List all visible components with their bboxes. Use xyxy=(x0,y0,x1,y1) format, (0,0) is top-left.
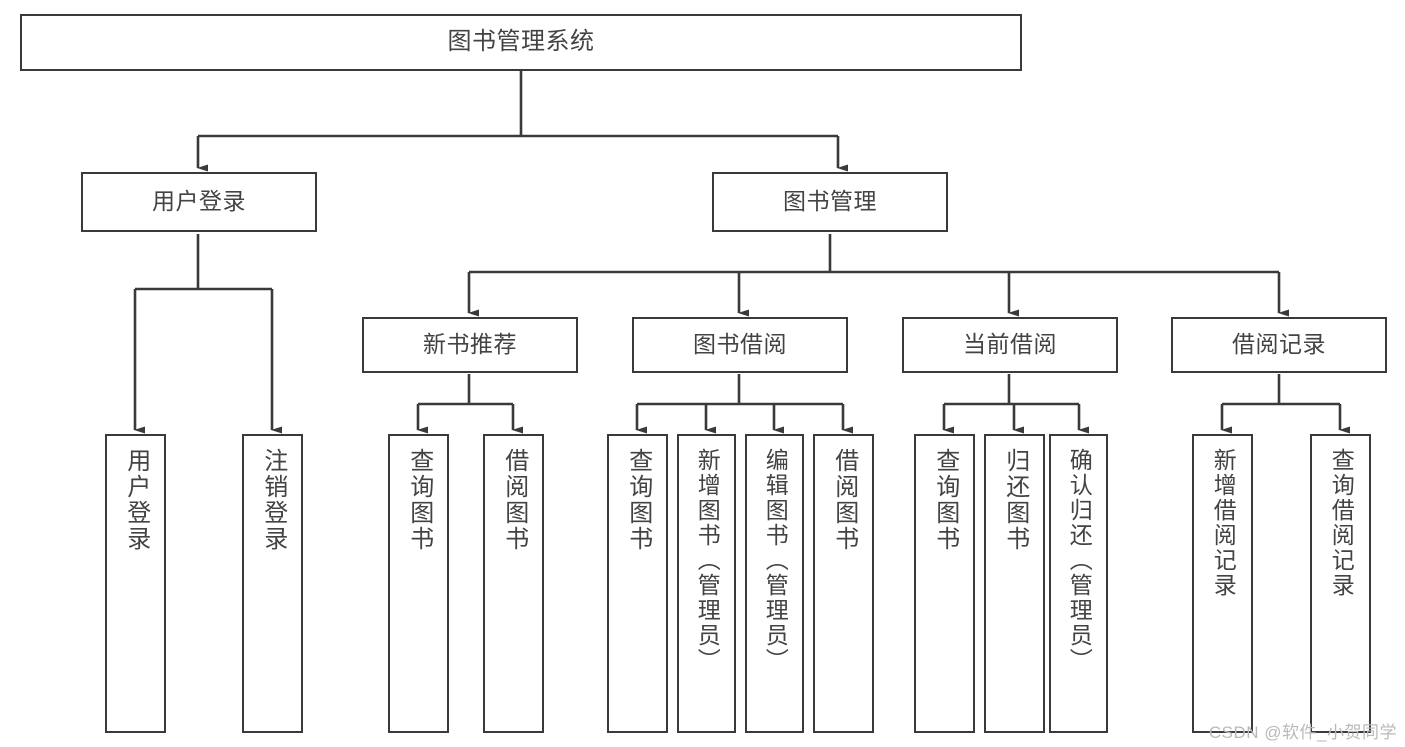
node-leaf-query-book-2[interactable]: 查询图书 xyxy=(607,434,668,733)
node-root-book-management-system[interactable]: 图书管理系统 xyxy=(20,14,1022,71)
node-borrow-record[interactable]: 借阅记录 xyxy=(1171,317,1387,373)
node-leaf-query-record[interactable]: 查询借阅记录 xyxy=(1310,434,1371,733)
node-label: 用户登录 xyxy=(152,188,246,215)
node-current-borrow[interactable]: 当前借阅 xyxy=(902,317,1118,373)
node-leaf-query-book-3[interactable]: 查询图书 xyxy=(914,434,975,733)
node-label: 归还图书 xyxy=(1001,448,1029,552)
node-label: 借阅记录 xyxy=(1232,331,1326,358)
node-leaf-return-book[interactable]: 归还图书 xyxy=(984,434,1045,733)
node-book-management[interactable]: 图书管理 xyxy=(712,172,948,232)
node-label: 用户登录 xyxy=(122,448,150,552)
node-label: 查询图书 xyxy=(405,448,433,552)
node-leaf-add-book[interactable]: 新增图书（管理员） xyxy=(677,434,736,733)
node-label: 图书管理 xyxy=(783,188,877,215)
node-label: 当前借阅 xyxy=(963,331,1057,358)
node-label: 新增借阅记录 xyxy=(1210,448,1237,598)
node-new-book-recommend[interactable]: 新书推荐 xyxy=(362,317,578,373)
csdn-watermark: CSDN @软件_小贺同学 xyxy=(1208,723,1397,742)
node-leaf-user-login[interactable]: 用户登录 xyxy=(105,434,166,733)
node-leaf-borrow-book-2[interactable]: 借阅图书 xyxy=(813,434,874,733)
node-leaf-add-record[interactable]: 新增借阅记录 xyxy=(1192,434,1253,733)
node-label: 图书管理系统 xyxy=(447,28,595,56)
node-book-borrow[interactable]: 图书借阅 xyxy=(632,317,848,373)
node-label: 编辑图书（管理员） xyxy=(762,448,789,673)
node-user-login[interactable]: 用户登录 xyxy=(81,172,317,232)
node-label: 查询图书 xyxy=(624,448,652,552)
node-label: 借阅图书 xyxy=(830,448,858,552)
node-label: 新增图书（管理员） xyxy=(694,448,721,673)
node-label: 查询图书 xyxy=(931,448,959,552)
node-leaf-logout-login[interactable]: 注销登录 xyxy=(242,434,303,733)
node-leaf-confirm-return[interactable]: 确认归还（管理员） xyxy=(1049,434,1108,733)
node-leaf-edit-book[interactable]: 编辑图书（管理员） xyxy=(745,434,804,733)
node-label: 借阅图书 xyxy=(500,448,528,552)
node-label: 确认归还（管理员） xyxy=(1066,448,1093,673)
node-label: 查询借阅记录 xyxy=(1328,448,1355,598)
node-leaf-query-book-1[interactable]: 查询图书 xyxy=(388,434,449,733)
node-leaf-borrow-book-1[interactable]: 借阅图书 xyxy=(483,434,544,733)
node-label: 注销登录 xyxy=(259,448,287,552)
node-label: 新书推荐 xyxy=(423,331,517,358)
node-label: 图书借阅 xyxy=(693,331,787,358)
